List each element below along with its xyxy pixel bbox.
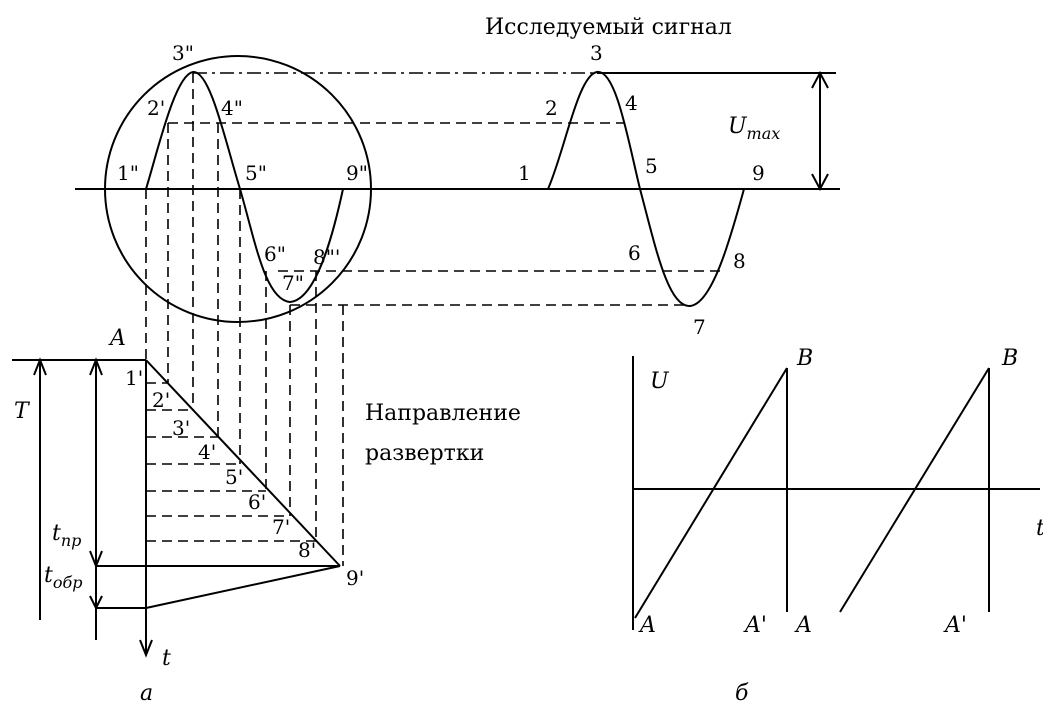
umax-label: Umax bbox=[728, 114, 780, 143]
signal-point-2: 2 bbox=[545, 96, 558, 120]
screen-point-1: 1" bbox=[117, 161, 139, 185]
signal-title: Исследуемый сигнал bbox=[485, 15, 732, 40]
sweep-point-1: 1' bbox=[125, 366, 143, 390]
sweep-point-2: 2' bbox=[152, 388, 170, 412]
sawtooth-ramp-1 bbox=[634, 367, 788, 619]
forward-arrow-head-top bbox=[89, 357, 103, 376]
period-label: T bbox=[14, 399, 31, 424]
signal-point-8: 8 bbox=[733, 249, 746, 273]
sweep-point-5: 5' bbox=[225, 465, 243, 489]
sweep-point-8: 8' bbox=[298, 538, 316, 562]
screen-point-5: 5" bbox=[245, 161, 267, 185]
sweep-return bbox=[145, 565, 341, 609]
signal-point-9: 9 bbox=[752, 161, 765, 185]
sawtooth-t-label: t bbox=[1036, 516, 1043, 541]
period-arrow-head bbox=[33, 357, 47, 376]
sawtooth-ramp-2 bbox=[839, 367, 990, 613]
screen-point-7: 7" bbox=[282, 271, 304, 295]
signal-point-6: 6 bbox=[628, 241, 641, 265]
sweep-ramp bbox=[145, 359, 341, 567]
sawtooth-u-label: U bbox=[650, 369, 670, 394]
screen-point-3: 3" bbox=[172, 41, 194, 65]
time-axis-arrow bbox=[139, 639, 153, 658]
sawtooth-label-A2-prime: A' bbox=[943, 613, 967, 638]
sweep-point-9: 9' bbox=[346, 566, 364, 590]
return-arrow-head bbox=[89, 595, 103, 611]
sweep-point-6: 6' bbox=[248, 490, 266, 514]
sawtooth-label-A1-prime: A' bbox=[743, 613, 767, 638]
sweep-point-4: 4' bbox=[198, 440, 216, 464]
return-time-label: tобр bbox=[44, 563, 82, 592]
scan-direction-line1: Направление bbox=[365, 401, 521, 426]
screen-point-2: 2' bbox=[147, 96, 165, 120]
forward-arrow-head-bottom bbox=[89, 550, 103, 569]
screen-point-8: 8"' bbox=[313, 245, 340, 269]
umax-arrow-head-top bbox=[811, 70, 829, 89]
umax-arrow-head-bottom bbox=[811, 173, 829, 192]
signal-point-5: 5 bbox=[645, 154, 658, 178]
left-caption: а bbox=[140, 681, 153, 706]
time-axis-label: t bbox=[162, 646, 171, 671]
screen-point-4: 4" bbox=[221, 96, 243, 120]
sawtooth-label-A1: A bbox=[638, 613, 656, 638]
forward-time-label: tпр bbox=[52, 521, 81, 550]
input-signal-curve bbox=[547, 71, 745, 308]
scan-direction-line2: развертки bbox=[365, 441, 484, 466]
sweep-point-3: 3' bbox=[172, 416, 190, 440]
signal-point-3: 3 bbox=[590, 41, 603, 65]
signal-point-7: 7 bbox=[693, 315, 706, 339]
screen-point-9: 9" bbox=[346, 161, 368, 185]
signal-point-4: 4 bbox=[625, 91, 638, 115]
sawtooth-label-A2: A bbox=[794, 613, 812, 638]
signal-point-1: 1 bbox=[518, 161, 531, 185]
screen-point-6: 6" bbox=[264, 242, 286, 266]
sweep-point-7: 7' bbox=[272, 515, 290, 539]
left-label-A: A bbox=[108, 326, 126, 351]
right-caption: б bbox=[735, 681, 749, 706]
sawtooth-label-B1: B bbox=[796, 346, 813, 371]
sawtooth-label-B2: B bbox=[1001, 346, 1018, 371]
